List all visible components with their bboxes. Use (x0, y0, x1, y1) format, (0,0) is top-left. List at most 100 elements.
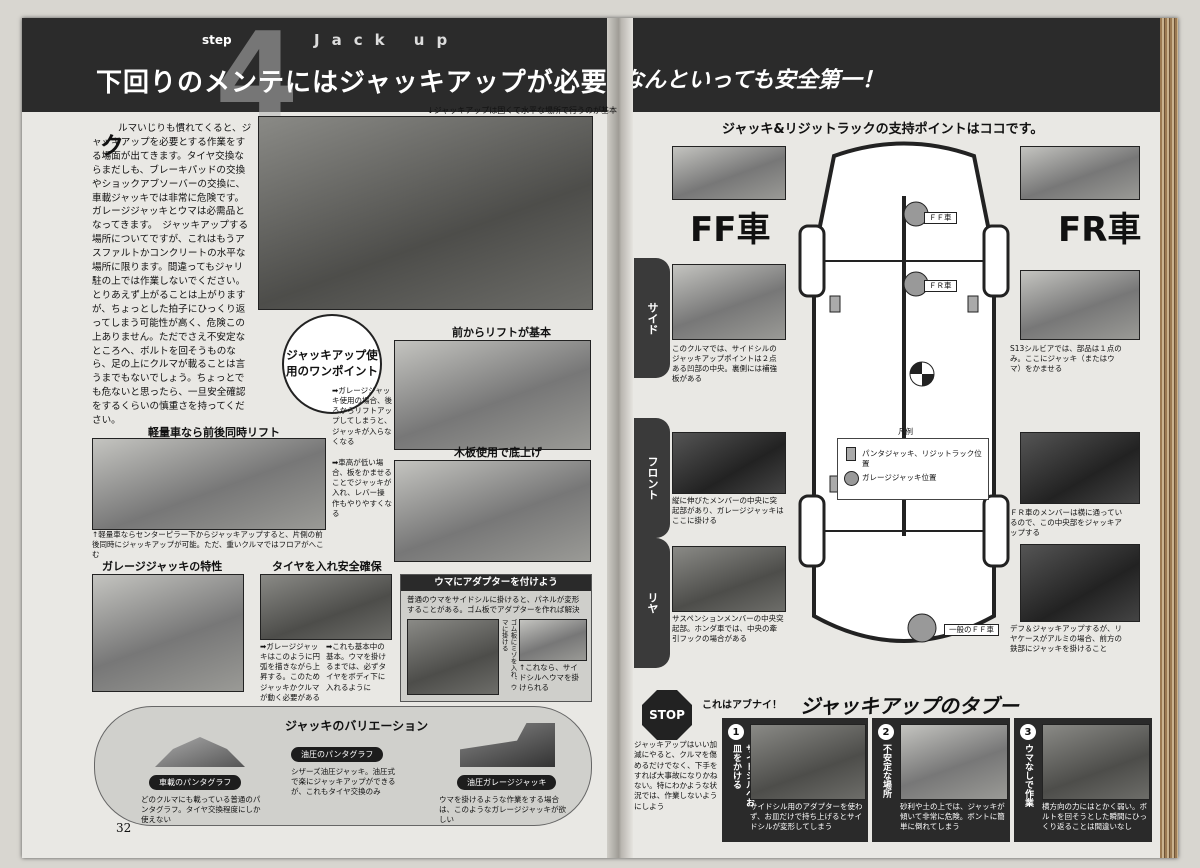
heading-front-lift: 前からリフトが基本 (452, 326, 551, 339)
adapter-caption-2: ↑これなら、サイドシルへウマを掛けられる (519, 663, 579, 693)
right-page-title: なんといっても安全第一！ (622, 68, 884, 93)
caption-fr-rear: デフ＆ジャッキアップするが、リヤケースがアルミの場合、前方の鉄部にジャッキを掛け… (1010, 624, 1123, 654)
garage-jack-image (460, 723, 555, 767)
support-point-subtitle: ジャッキ&リジットラックの支持ポイントはココです。 (722, 122, 1044, 137)
bubble-text: ジャッキアップ使用のワンポイント (286, 348, 378, 378)
caption-garage-jack: ウマを掛けるような作業をする場合は、このようなガレージジャッキが欲しい (439, 795, 566, 825)
taboo-number-3: 3 (1020, 724, 1036, 740)
caption-ff-rear: サスペンションメンバーの中央突起部。ホンダ車では、中央の牽引フックの場合がある (672, 614, 784, 644)
step-label: step (202, 33, 232, 47)
taboo-title-1: サイドシルへお皿をかける (731, 744, 754, 807)
taboo-title-3: ウマなしで作業 (1023, 744, 1033, 807)
center-gravity-fill (910, 362, 934, 386)
kei-photo (92, 438, 326, 530)
fr-label: FR車 (1058, 210, 1142, 250)
taboo-photo-2 (900, 724, 1008, 800)
tab-rear: リヤ (634, 538, 670, 668)
taboo-item-3: 3 ウマなしで作業 横方向の力にはとかく弱い。ボルトを回そうとした瞬間にひっくり… (1014, 718, 1152, 842)
heading-kei: 軽量車なら前後同時リフト (148, 426, 280, 439)
fr-side-photo (1020, 270, 1140, 340)
left-title-bar (22, 18, 607, 112)
one-point-bubble: ジャッキアップ使用のワンポイント (282, 314, 382, 414)
wheel-rear-right (982, 494, 1010, 568)
pantograph-point-1 (829, 295, 841, 313)
tab-front: フロント (634, 418, 670, 538)
legend-garage-label: ガレージジャッキ位置 (862, 473, 937, 482)
heading-tire: タイヤを入れ安全確保 (272, 560, 382, 573)
general-ff-mark-label: 一般のＦＦ車 (944, 624, 999, 637)
caption-ff-front: 縦に伸びたメンバーの中央に突起部があり、ガレージジャッキはここに掛ける (672, 496, 784, 526)
heading-garage-jack: ガレージジャッキの特性 (102, 560, 223, 573)
caption-kei: ↑軽量車ならセンターピラー下からジャッキアップすると、片側の前後同時にジャッキア… (92, 530, 324, 560)
fr-car-photo (1020, 146, 1140, 200)
top-photo-caption: ↓ジャッキアップは固くて水平な場所で行うのが基本 (427, 106, 618, 115)
rear-jack-point-mark (907, 613, 937, 643)
ff-side-photo (672, 264, 786, 340)
tab-side: サイド (634, 258, 670, 378)
caption-tire-2: ➡これも基本中の基本。ウマを掛けるまでは、必ずタイヤをボディ下に入れるように (326, 642, 386, 692)
gutter (607, 18, 633, 858)
fr-mark-label: ＦＲ車 (924, 280, 957, 293)
heading-board: 木板使用で底上げ (454, 446, 542, 459)
caption-ff-side: このクルマでは、サイドシルのジャッキアップポイントは２点ある凹部の中央。裏側には… (672, 344, 777, 384)
adapter-caption: 普通のウマをサイドシルに掛けると、パネルが変形することがある。ゴム板でアダプター… (407, 595, 580, 615)
taboo-caption-2: 砂利や土の上では、ジャッキが傾いて非常に危険。ボントに簡単に倒れてしまう (900, 802, 1005, 832)
ff-label: FF車 (690, 210, 771, 250)
left-page-title: 下回りのメンテにはジャッキアップが必要。 (96, 68, 635, 98)
adapter-heading: ウマにアダプターを付けよう (401, 575, 591, 591)
adapter-caption-3: ゴム板にミゾを入れ、ウマに掛ける (500, 619, 517, 691)
pantograph-point-2 (967, 295, 979, 313)
legend-garage-swatch (844, 471, 859, 486)
chassis-diagram (798, 141, 1010, 643)
ff-car-photo (672, 146, 786, 200)
ff-mark-label: ＦＦ車 (924, 212, 957, 225)
magazine-spread: 4 step Jack up 下回りのメンテにはジャッキアップが必要。 なんとい… (22, 18, 1178, 858)
jackup-photo (258, 116, 593, 310)
ff-front-photo (672, 432, 786, 494)
stop-sign-icon: STOP (642, 690, 692, 740)
taboo-heading: ジャッキアップのタブー (800, 694, 1019, 718)
variation-heading: ジャッキのバリエーション (285, 719, 429, 733)
body-text: ルマいじりも慣れてくると、ジャッキアップを必要とする作業をする場面が出てきます。… (92, 123, 252, 427)
fr-front-photo (1020, 432, 1140, 504)
ff-rear-photo (672, 546, 786, 612)
taboo-photo-3 (1042, 724, 1150, 800)
fr-rear-photo (1020, 544, 1140, 622)
taboo-caption-3: 横方向の力にはとかく弱い。ボルトを回そうとした瞬間にひっくり返ることは間違いなし (1042, 802, 1147, 832)
taboo-item-1: 1 サイドシルへお皿をかける サイドシル用のアダプターを使わず、お皿だけで持ち上… (722, 718, 868, 842)
wheel-rear-left (798, 494, 826, 568)
caption-tire-1: ➡ガレージジャッキはこのように円弧を描きながら上昇する。このためジャッキかクルマ… (260, 642, 320, 702)
caption-fr-side: S13シルビアでは、部品は１点のみ。ここにジャッキ（またはウマ）をかませる (1010, 344, 1122, 374)
jack-up-label: Jack up (314, 31, 460, 49)
caption-pantograph: どのクルマにも載っている普通のパンタグラフ。タイヤ交換程度にしか使えない (141, 795, 261, 825)
taboo-title-2: 不安定な場所 (881, 744, 891, 798)
wheel-front-left (798, 224, 826, 298)
legend-title: 凡例 (898, 427, 913, 436)
legend-pantograph-swatch (846, 447, 856, 461)
caption-fr-front: ＦＲ車のメンバーは横に通っているので、この中央部をジャッキアップする (1010, 508, 1123, 538)
adapter-photo-2 (519, 619, 587, 661)
wheel-front-right (982, 224, 1010, 298)
legend-pantograph-label: パンタジャッキ、リジットラック位置 (862, 449, 982, 469)
taboo-number-1: 1 (728, 724, 744, 740)
caption-board: ➡車高が低い場合、板をかませることでジャッキが入れ、レバー操作もやりやすくなる (332, 458, 392, 518)
pantograph-jack-image (155, 737, 245, 767)
page-edge (1160, 18, 1178, 858)
taboo-caption-1: サイドシル用のアダプターを使わず、お皿だけで持ち上げるとサイドシルが変形してしま… (750, 802, 863, 832)
legend-box: 凡例 パンタジャッキ、リジットラック位置 ガレージジャッキ位置 (837, 427, 989, 500)
taboo-number-2: 2 (878, 724, 894, 740)
pill-garage-jack: 油圧ガレージジャッキ (457, 775, 557, 790)
adapter-photo-1 (407, 619, 499, 695)
right-title-bar (633, 18, 1160, 112)
lead-initial: ク (100, 132, 124, 160)
caption-front-lift: ➡ガレージジャッキ使用の場合、後ろからリフトアップしてしまうと、ジャッキが入らな… (332, 386, 392, 446)
pill-pantograph: 車載のパンタグラフ (149, 775, 242, 790)
board-photo (394, 460, 591, 562)
taboo-item-2: 2 不安定な場所 砂利や土の上では、ジャッキが傾いて非常に危険。ボントに簡単に倒… (872, 718, 1010, 842)
garage-jack-photo (92, 574, 244, 692)
taboo-intro: ジャッキアップはいい加減にやると、クルマを傷めるだけでなく、下手をすれば大事故に… (634, 740, 718, 811)
pill-hydraulic-pantograph: 油圧のパンタグラフ (291, 747, 384, 762)
taboo-photo-1 (750, 724, 866, 800)
adapter-box: ウマにアダプターを付けよう 普通のウマをサイドシルに掛けると、パネルが変形するこ… (400, 574, 592, 702)
page-number: 32 (116, 821, 132, 835)
